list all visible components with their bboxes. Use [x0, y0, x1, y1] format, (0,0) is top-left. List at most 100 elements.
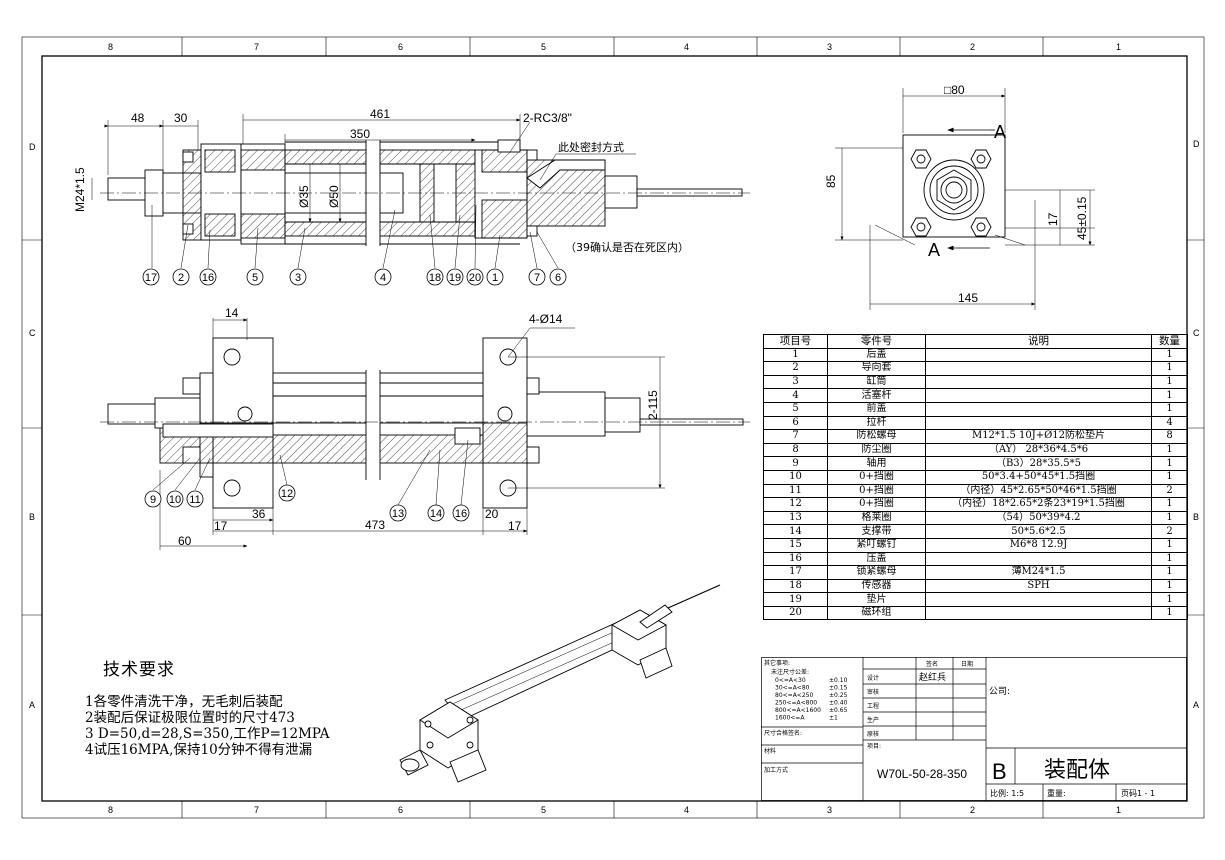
- zone-numbers-top: 8 7 6 5 4 3 2 1: [108, 42, 1121, 52]
- bom-description: 50*3.4+50*45*1.5挡圈: [925, 469, 1152, 485]
- bom-part-name: 缸筒: [827, 374, 926, 390]
- tb-tolerance-range: 250<=A<800: [775, 700, 817, 707]
- bom-part-name: 支撑带: [827, 524, 926, 539]
- bom-header-qty: 数量: [1151, 334, 1188, 349]
- dim-48: 48: [131, 111, 145, 125]
- bom-part-name: 前盖: [827, 401, 926, 417]
- bom-item-number: 12: [763, 497, 828, 512]
- bom-item-number: 6: [763, 415, 828, 431]
- balloon: 6: [549, 268, 567, 286]
- dim-473: 473: [365, 518, 385, 532]
- zone-row-d: D: [29, 142, 36, 152]
- balloon-label: 11: [189, 494, 200, 506]
- bom-quantity: 1: [1151, 456, 1188, 471]
- zone-col-5-b: 5: [541, 805, 546, 815]
- bom-part-name: 0+挡圈: [827, 497, 926, 512]
- bom-quantity: 1: [1151, 497, 1188, 512]
- balloon-label: 1: [492, 272, 498, 284]
- section-view: [100, 318, 750, 550]
- zone-col-5: 5: [541, 42, 546, 52]
- section-view-dims: 14 4-Ø14 2-115 17 36 473 20 17 60: [178, 306, 660, 548]
- balloon: 16: [452, 504, 470, 522]
- end-view: [835, 88, 1095, 310]
- note-deadzone: （39确认是否在死区内）: [565, 240, 689, 254]
- bom-item-number: 11: [763, 483, 828, 499]
- tb-designer: 赵红兵: [919, 671, 946, 683]
- bom-quantity: 1: [1151, 374, 1188, 390]
- tb-process: 加工方式: [764, 766, 788, 774]
- zone-col-8-b: 8: [108, 805, 113, 815]
- bom-description: [925, 605, 1152, 621]
- tb-tolerance-range: 80<=A<250: [775, 692, 813, 699]
- bom-item-number: 13: [763, 510, 828, 526]
- tb-review-label: 审核: [867, 688, 879, 696]
- bom-item-number: 4: [763, 388, 828, 403]
- balloon-label: 7: [534, 272, 540, 284]
- balloon: 3: [289, 268, 307, 286]
- bom-part-name: 防尘圈: [827, 442, 926, 458]
- balloon: 17: [142, 268, 160, 286]
- tb-size-check: 尺寸合格签名:: [764, 729, 802, 737]
- balloon: 9: [144, 490, 162, 508]
- balloon-label: 2: [178, 272, 184, 284]
- dim-thread: M24*1.5: [73, 167, 87, 212]
- tb-tolerance-title: 未注尺寸公差:: [771, 668, 809, 676]
- title-block: 其它事项: 未注尺寸公差: 0<=A<30±0.1030<=A<80±0.158…: [761, 657, 1187, 801]
- balloon: 4: [374, 268, 392, 286]
- bom-quantity: 8: [1151, 429, 1188, 444]
- balloon: 5: [246, 268, 264, 286]
- zone-numbers-bottom: 8 7 6 5 4 3 2 1: [108, 805, 1121, 815]
- balloon-label: 6: [555, 272, 561, 284]
- bom-quantity: 1: [1151, 565, 1188, 580]
- zone-col-3-b: 3: [827, 805, 832, 815]
- bom-part-name: 轴用: [827, 456, 926, 471]
- bom-part-name: 活塞杆: [827, 388, 926, 403]
- tech-line: 3 D=50,d=28,S=350,工作P=12MPA: [85, 726, 330, 742]
- bom-description: M12*1.5 10J+Ø12防松垫片: [925, 429, 1152, 444]
- bom-description: 50*5.6*2.5: [925, 524, 1152, 539]
- dim-36: 36: [252, 507, 266, 521]
- bom-item-number: 9: [763, 456, 828, 471]
- bom-quantity: 2: [1151, 524, 1188, 539]
- tb-tolerance-range: 1600<=A: [775, 715, 805, 722]
- tb-approve-label: 原核: [867, 730, 879, 738]
- bom-quantity: 4: [1151, 415, 1188, 431]
- tb-tolerance-range: 0<=A<30: [775, 677, 806, 684]
- bom-description: 薄M24*1.5: [925, 565, 1152, 580]
- dim-17-right: 17: [508, 519, 522, 533]
- zone-col-8: 8: [108, 42, 113, 52]
- bom-description: [925, 347, 1152, 363]
- zone-col-1: 1: [1116, 42, 1121, 52]
- bom-quantity: 1: [1151, 469, 1188, 485]
- zone-row-b-r: B: [1193, 512, 1199, 522]
- bom-item-number: 15: [763, 537, 828, 553]
- tb-production-label: 生产: [867, 716, 879, 724]
- bom-item-number: 7: [763, 429, 828, 444]
- tb-material: 材料: [764, 747, 776, 755]
- dim-85: 85: [824, 174, 838, 188]
- section-view-balloons: 9 10 11 12 13 14 16: [144, 484, 470, 522]
- tb-design-label: 设计: [867, 674, 879, 682]
- section-mark-a-top: A: [994, 122, 1006, 142]
- zone-row-a-r: A: [1193, 700, 1199, 710]
- tie-rod-nut: [910, 149, 992, 237]
- tb-tolerance-value: ±0.65: [829, 707, 848, 714]
- bom-header-desc: 说明: [925, 334, 1152, 349]
- dim-45: 45±0.15: [1075, 196, 1089, 240]
- bom-quantity: 1: [1151, 510, 1188, 526]
- balloon-label: 12: [281, 488, 293, 500]
- tb-date-header: 日期: [961, 660, 973, 668]
- balloon-label: 4: [380, 272, 386, 284]
- balloon: 20: [466, 268, 484, 286]
- bom-header-row: 项目号 零件号 说明 数量: [763, 334, 1188, 349]
- bom-part-name: 防松螺母: [827, 429, 926, 444]
